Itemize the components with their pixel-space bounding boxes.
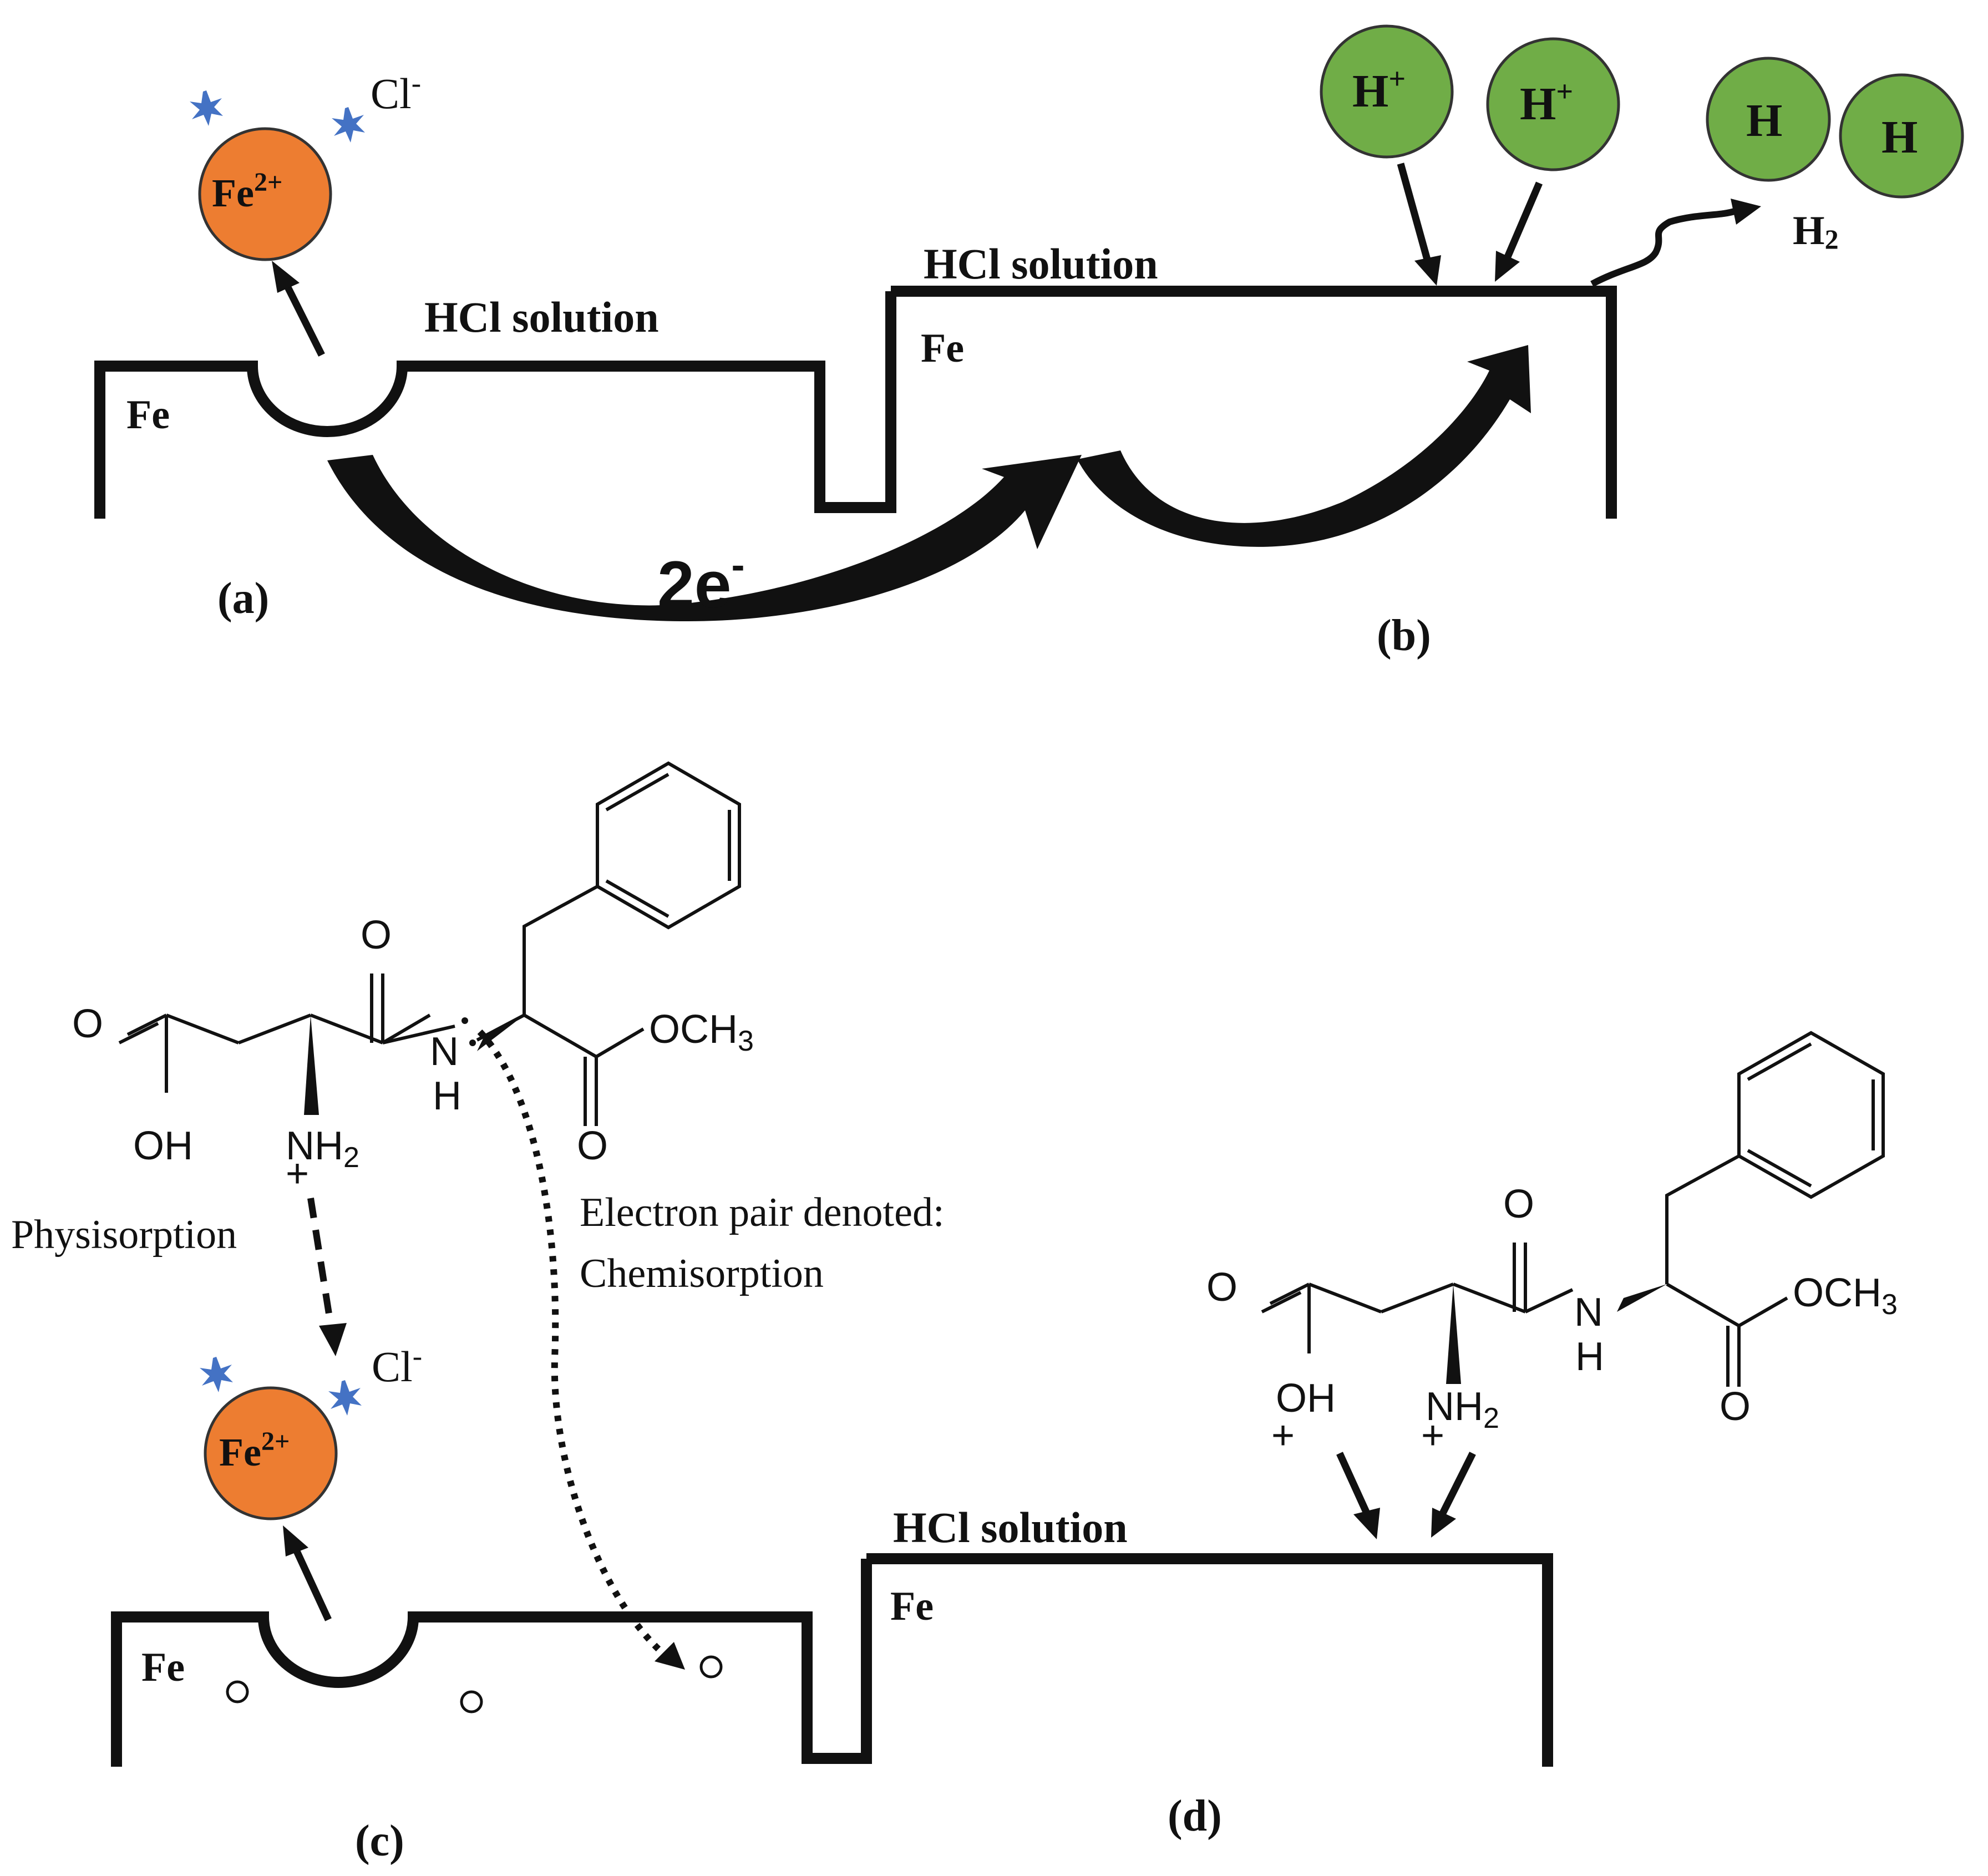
fe-surface-c bbox=[111, 1559, 872, 1767]
fe-label-c: Fe bbox=[141, 1645, 185, 1690]
fe2-ion-label-c: Fe2+ bbox=[219, 1427, 290, 1474]
h2-label: H2 bbox=[1793, 208, 1839, 255]
h-atom-2 bbox=[1839, 73, 1964, 199]
physisorption-label: Physisorption bbox=[11, 1212, 237, 1258]
amine-c: NH2 bbox=[286, 1124, 359, 1174]
fe-label-a: Fe bbox=[126, 392, 170, 438]
acid-oh-c: OH bbox=[133, 1124, 193, 1168]
fe-surface-b bbox=[891, 286, 1617, 519]
cl-star-icon-c2 bbox=[328, 1380, 362, 1416]
h-plus-label-1: H+ bbox=[1352, 62, 1406, 117]
cl-ion-label-a: Cl- bbox=[371, 68, 421, 118]
carbonyl-o-c: O bbox=[361, 913, 392, 957]
panel-label-a: (a) bbox=[217, 574, 269, 623]
acid-oh-d: OH bbox=[1276, 1376, 1336, 1421]
fe2-ion-label-a: Fe2+ bbox=[212, 168, 282, 215]
chemisorption-label-1: Electron pair denoted: bbox=[580, 1190, 945, 1235]
h2-release-arrow bbox=[1590, 207, 1737, 287]
ester-och3-d: OCH3 bbox=[1793, 1271, 1898, 1321]
h-atom-label-1: H bbox=[1746, 95, 1782, 146]
fe-label-d: Fe bbox=[890, 1584, 934, 1629]
adsorption-arrow-d1 bbox=[1336, 1452, 1371, 1516]
ester-o-c: O bbox=[577, 1124, 608, 1168]
hcl-label-d: HCl solution bbox=[893, 1503, 1128, 1551]
cl-star-icon-a1 bbox=[190, 90, 223, 126]
acid-charge-d: + bbox=[1271, 1413, 1295, 1458]
h-plus-arrow-1 bbox=[1397, 163, 1432, 265]
electron-to-surface-arrow bbox=[1077, 345, 1531, 547]
wedge-bond-d1 bbox=[1446, 1284, 1461, 1384]
fe-surface-d bbox=[866, 1553, 1553, 1767]
chemisorption-arrow bbox=[477, 1029, 668, 1659]
amide-h-c: H bbox=[433, 1074, 462, 1118]
cl-ion-label-c: Cl- bbox=[372, 1341, 422, 1391]
aspartame-molecule-d bbox=[1261, 1031, 1885, 1387]
carbonyl-o-d: O bbox=[1503, 1182, 1534, 1226]
fe2-ion-c bbox=[204, 1386, 338, 1520]
h-plus-label-2: H+ bbox=[1520, 75, 1573, 130]
electrons-label: 2e- bbox=[657, 543, 744, 622]
acid-o-c: O bbox=[72, 1002, 103, 1046]
dissolution-arrow-a bbox=[282, 281, 325, 357]
h-plus-ion-2 bbox=[1486, 37, 1620, 171]
panel-label-d: (d) bbox=[1168, 1792, 1222, 1840]
amine-charge-d: + bbox=[1421, 1413, 1444, 1458]
h-plus-ion-1 bbox=[1320, 24, 1454, 159]
panel-b: Fe HCl solution H+ H+ H H H2 (b) bbox=[891, 24, 1964, 660]
h-atom-1 bbox=[1706, 57, 1831, 182]
acid-o-d: O bbox=[1206, 1265, 1238, 1310]
panel-label-b: (b) bbox=[1377, 611, 1431, 660]
cl-star-icon-c1 bbox=[200, 1357, 233, 1392]
dissolution-arrow-c bbox=[292, 1546, 332, 1621]
lone-pair-dot-1 bbox=[462, 1017, 468, 1024]
fe2-ion-a bbox=[198, 127, 332, 261]
ester-o-d: O bbox=[1720, 1385, 1751, 1429]
ester-och3-c: OCH3 bbox=[649, 1007, 754, 1057]
panel-label-c: (c) bbox=[355, 1817, 404, 1865]
amide-h-d: H bbox=[1575, 1335, 1604, 1379]
amine-charge-c: + bbox=[286, 1152, 309, 1196]
amide-n-d: N bbox=[1574, 1290, 1603, 1335]
h-plus-arrow-2 bbox=[1503, 181, 1543, 262]
amine-d: NH2 bbox=[1426, 1385, 1499, 1434]
chemisorption-label-2: Chemisorption bbox=[580, 1251, 824, 1296]
lone-pair-dot-2 bbox=[469, 1040, 476, 1046]
panel-c: O O OH NH2 + N H O OCH3 Physisorption El… bbox=[11, 761, 945, 1865]
hcl-label-b: HCl solution bbox=[924, 240, 1158, 288]
fe-surface-a bbox=[94, 291, 896, 519]
adsorption-site-2 bbox=[460, 1690, 483, 1713]
wedge-bond-c1 bbox=[304, 1015, 319, 1115]
adsorption-site-3 bbox=[699, 1655, 723, 1679]
panel-a: Fe HCl solution Fe2+ Cl- 2e- (a) bbox=[94, 68, 1082, 623]
electron-flow-arrow bbox=[327, 455, 1082, 621]
hcl-label-a: HCl solution bbox=[424, 293, 659, 341]
aspartame-molecule-c bbox=[118, 761, 741, 1126]
panel-d: O O OH + NH2 + N H O OCH3 HCl solution F… bbox=[866, 1031, 1898, 1840]
adsorption-arrow-d2 bbox=[1439, 1452, 1476, 1516]
physisorption-arrow bbox=[307, 1198, 335, 1332]
fe-label-b: Fe bbox=[921, 326, 964, 371]
cl-star-icon-a2 bbox=[332, 107, 365, 143]
wedge-bond-d2 bbox=[1617, 1284, 1667, 1312]
h-atom-label-2: H bbox=[1882, 111, 1918, 163]
amide-n-c: N bbox=[430, 1030, 459, 1074]
adsorption-site-1 bbox=[226, 1680, 249, 1703]
